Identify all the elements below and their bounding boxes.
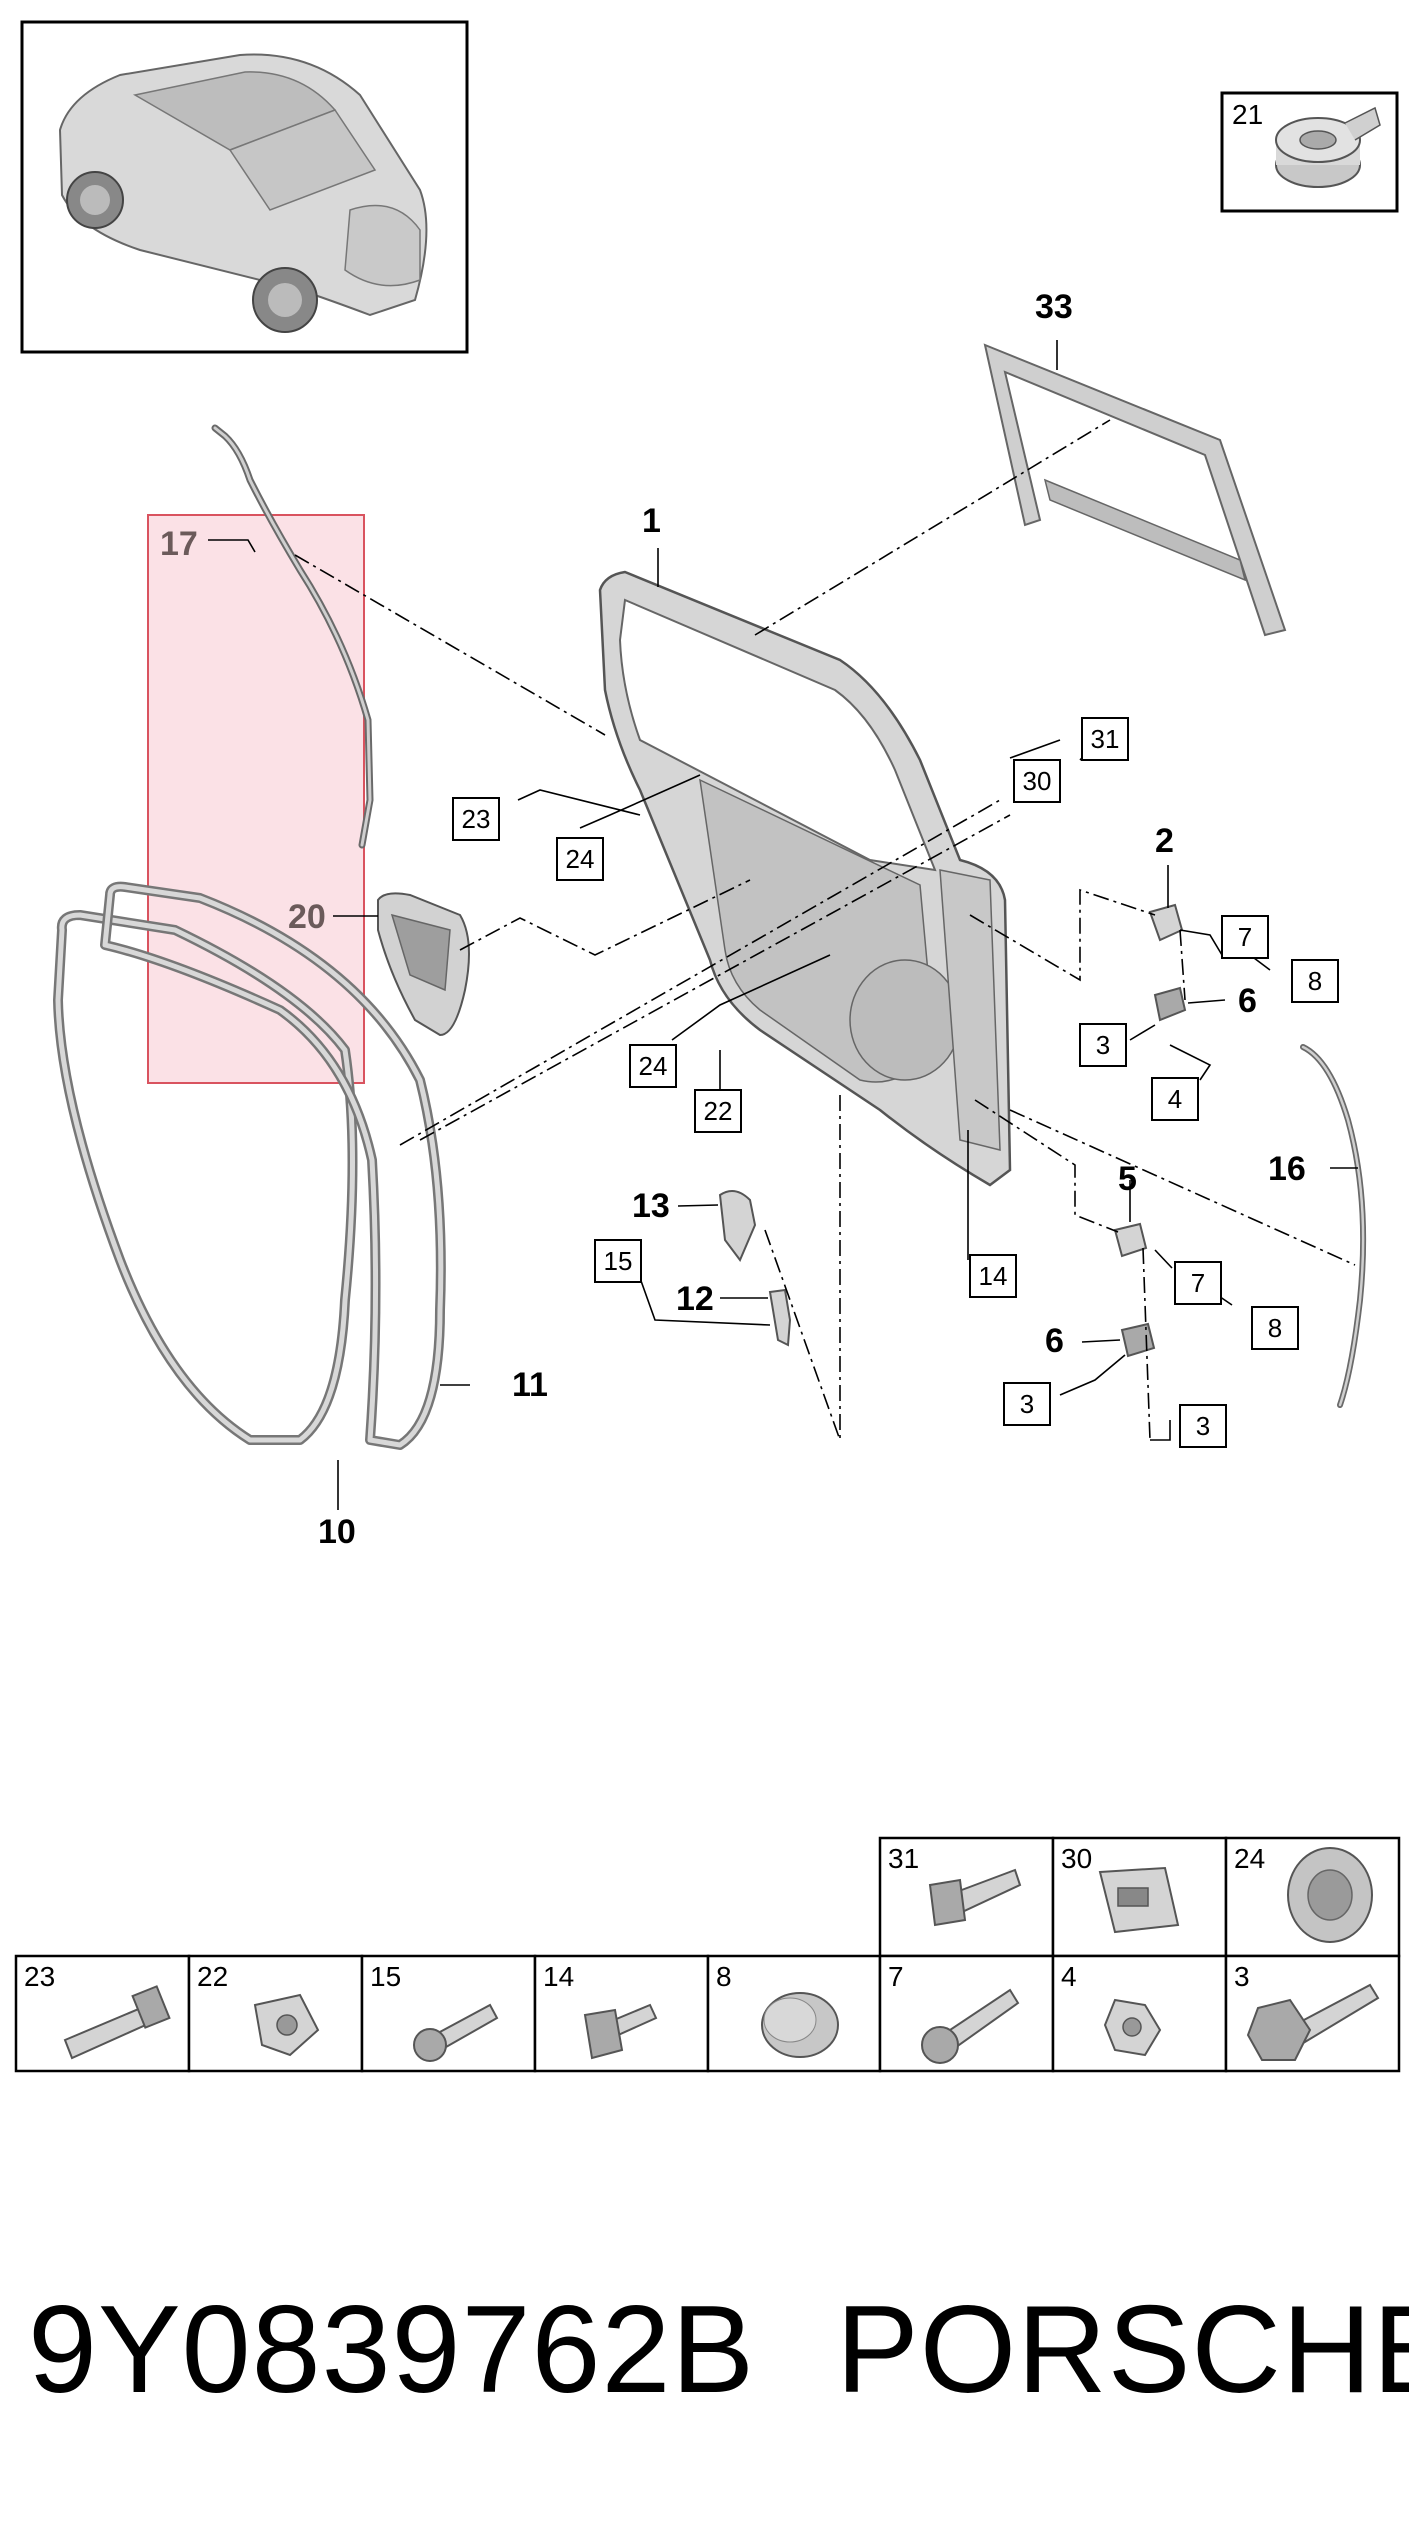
- table-cell-15: 15: [370, 1961, 401, 1992]
- hex-bolt-icon: [1246, 1983, 1380, 2061]
- callout-box-8-upper: 8: [1308, 966, 1322, 996]
- assembly-guide-lines: [294, 419, 1356, 1441]
- stud-bolt-icon: [583, 2003, 658, 2060]
- door-seal-part-10: [53, 910, 358, 1445]
- callout-box-4: 4: [1168, 1084, 1182, 1114]
- callout-17: 17: [160, 525, 198, 563]
- leader-lines: [208, 340, 1358, 1510]
- hex-flange-bolt-icon: [921, 1988, 1020, 2064]
- highlighted-part-region: [147, 514, 365, 1084]
- hinge-bracket-part-6-upper: [1153, 986, 1187, 1022]
- table-cell-7: 7: [888, 1961, 904, 1992]
- cable-part-16: [1300, 1044, 1367, 1408]
- callout-6-lower: 6: [1045, 1322, 1064, 1360]
- table-cell-24: 24: [1234, 1843, 1265, 1874]
- clip-part-12: [768, 1288, 792, 1347]
- callout-16: 16: [1268, 1150, 1306, 1188]
- part-21-inset: 21: [1220, 91, 1399, 213]
- callout-1: 1: [642, 502, 661, 540]
- vehicle-icon: [58, 53, 428, 333]
- table-cell-8: 8: [716, 1961, 732, 1992]
- hinge-part-5: [1113, 1222, 1148, 1258]
- cap-icon: [761, 1992, 839, 2058]
- callout-33: 33: [1035, 288, 1073, 326]
- fastener-parts-table: 31 30 24 23 22 15 14 8 7 4 3: [14, 1836, 1401, 2073]
- callout-box-24-lower: 24: [639, 1051, 668, 1081]
- wiring-harness-part-17: [211, 424, 374, 849]
- table-cell-30: 30: [1061, 1843, 1092, 1874]
- table-cell-31: 31: [888, 1843, 919, 1874]
- callout-10: 10: [318, 1513, 356, 1551]
- torx-bolt-icon: [413, 2003, 499, 2062]
- vehicle-overview-inset: [20, 20, 469, 354]
- table-cell-22: 22: [197, 1961, 228, 1992]
- part-number: 9Y0839762B: [28, 2281, 756, 2419]
- callout-20: 20: [288, 898, 326, 936]
- callout-box-15: 15: [604, 1246, 633, 1276]
- long-bolt-icon: [63, 1985, 171, 2060]
- callout-12: 12: [676, 1280, 714, 1318]
- callout-box-7-lower: 7: [1191, 1268, 1205, 1298]
- hinge-part-2: [1148, 903, 1184, 942]
- tape-roll-icon: [1275, 106, 1381, 188]
- callout-box-30: 30: [1023, 766, 1052, 796]
- brand-name: PORSCHE: [836, 2281, 1409, 2419]
- callout-box-7-upper: 7: [1238, 922, 1252, 952]
- table-cell-14: 14: [543, 1961, 574, 1992]
- hinge-bracket-part-6-lower: [1120, 1322, 1156, 1358]
- callout-box-3-lower: 3: [1196, 1411, 1210, 1441]
- hex-nut-icon: [1103, 1998, 1162, 2057]
- callout-21: 21: [1232, 99, 1263, 130]
- door-shell-part-1: [598, 570, 1012, 1187]
- plug-cap-icon: [1287, 1847, 1373, 1943]
- callout-box-24-upper: 24: [566, 844, 595, 874]
- boxed-callouts: 23 24 24 22 30 31 7 8 3 4 15 14 7 8 3 3: [452, 717, 1339, 1448]
- callout-box-8-lower: 8: [1268, 1313, 1282, 1343]
- callout-box-3-upper: 3: [1096, 1030, 1110, 1060]
- callout-11: 11: [512, 1366, 548, 1404]
- callout-box-14: 14: [979, 1261, 1008, 1291]
- callout-2: 2: [1155, 822, 1174, 860]
- footer: 9Y0839762B PORSCHE: [0, 2280, 1409, 2420]
- callout-5: 5: [1118, 1160, 1137, 1198]
- callout-box-3-middle: 3: [1020, 1389, 1034, 1419]
- callout-box-23: 23: [462, 804, 491, 834]
- callout-6-upper: 6: [1238, 982, 1257, 1020]
- window-frame-part-33: [983, 343, 1287, 637]
- callout-box-31: 31: [1091, 724, 1120, 754]
- callout-box-22: 22: [704, 1096, 733, 1126]
- door-seal-part-11: [100, 881, 446, 1450]
- self-tapping-screw-icon: [928, 1868, 1022, 1927]
- trim-cover-part-20: [377, 892, 470, 1037]
- clip-nut-icon: [1098, 1866, 1180, 1934]
- table-cell-3: 3: [1234, 1961, 1250, 1992]
- table-cell-23: 23: [24, 1961, 55, 1992]
- flange-nut-icon: [253, 1993, 320, 2057]
- table-cell-4: 4: [1061, 1961, 1077, 1992]
- lock-part-13: [718, 1190, 757, 1262]
- callout-13: 13: [632, 1187, 670, 1225]
